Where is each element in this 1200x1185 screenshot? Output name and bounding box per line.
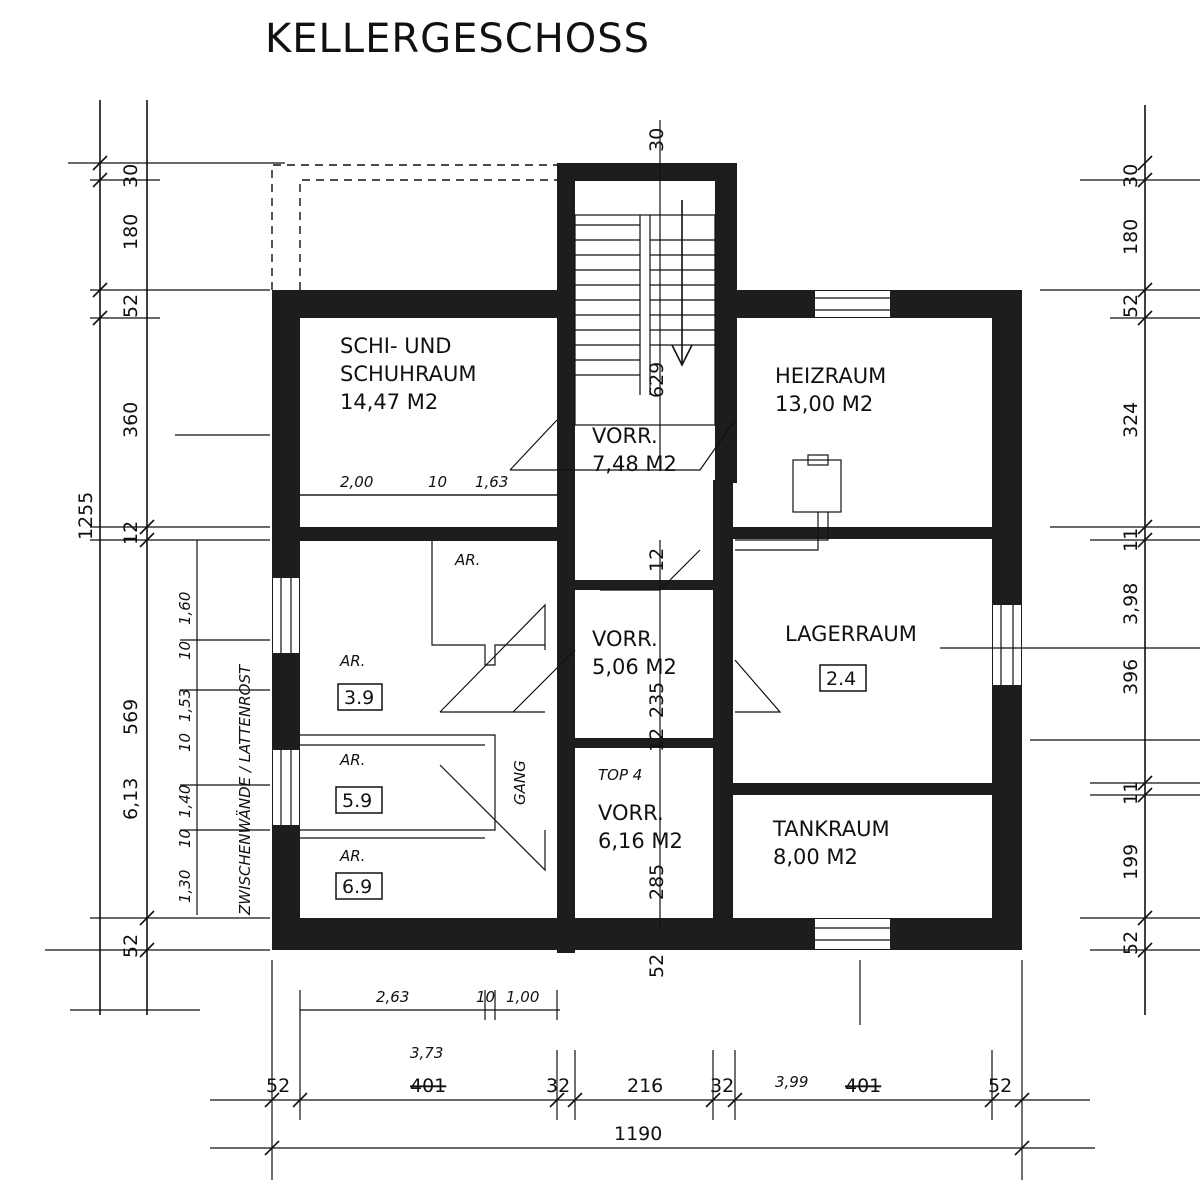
room-top-label: TOP 4: [598, 766, 642, 784]
dim-left-140: 1,40: [176, 785, 194, 818]
room-heiz-name: HEIZRAUM: [775, 364, 886, 388]
room-vorr3-area: 6,16 M2: [598, 829, 683, 853]
dim-inner-12b: 12: [646, 728, 668, 752]
room-vorr2-area: 5,06 M2: [592, 655, 677, 679]
dim-bottom-32b: 32: [710, 1075, 734, 1097]
room-ar2-name: AR.: [339, 652, 365, 670]
room-ar4-name: AR.: [339, 847, 365, 865]
outline-dashed: [271, 164, 557, 290]
dim-inner-235: 235: [646, 682, 668, 718]
room-vorr3-name: VORR.: [598, 801, 664, 825]
dim-right-396: 396: [1120, 659, 1142, 695]
dim-left-52-bottom: 52: [120, 934, 142, 958]
staircase: [574, 200, 716, 426]
dim-bottom-52a: 52: [266, 1075, 290, 1097]
room-vorr1-area: 7,48 M2: [592, 452, 677, 476]
dim-bottom-401b: 401: [845, 1075, 881, 1097]
room-lager-tag: 2.4: [826, 668, 856, 690]
room-vorr1-name: VORR.: [592, 424, 658, 448]
label-gang: GANG: [511, 760, 529, 805]
dim-bottom-401a: 401: [410, 1075, 446, 1097]
dim-left-10c: 10: [176, 829, 194, 848]
dim-inner-10: 10: [428, 473, 447, 491]
dim-left-12: 12: [120, 521, 142, 545]
dim-right-11a: 11: [1120, 528, 1142, 552]
dimension-lines: [45, 100, 1200, 1180]
dim-inner-52-mid: 52: [646, 954, 668, 978]
dim-bottom-399: 3,99: [775, 1073, 808, 1091]
room-heiz-area: 13,00 M2: [775, 392, 873, 416]
dim-left-10a: 10: [176, 641, 194, 660]
room-ar4-tag: 6.9: [342, 876, 372, 898]
dim-inner-12a: 12: [646, 548, 668, 572]
room-tank-name: TANKRAUM: [772, 817, 890, 841]
room-lager-name: LAGERRAUM: [785, 622, 917, 646]
dim-inner-30-stair: 30: [646, 128, 668, 152]
dim-bottom-373: 3,73: [410, 1044, 443, 1062]
room-schi-line2: SCHUHRAUM: [340, 362, 477, 386]
room-ar1-name: AR.: [454, 551, 480, 569]
dim-left-613: 6,13: [120, 778, 142, 820]
dim-left-180: 180: [120, 214, 142, 250]
dim-inner-285: 285: [646, 864, 668, 900]
dim-bottom-216: 216: [627, 1075, 663, 1097]
room-schi-area: 14,47 M2: [340, 390, 438, 414]
label-zwischenwaende: ZWISCHENWÄNDE / LATTENROST: [235, 663, 254, 916]
dim-right-11b: 11: [1120, 781, 1142, 805]
dim-right-324: 324: [1120, 402, 1142, 438]
dim-left-569: 569: [120, 699, 142, 735]
dim-left-130: 1,30: [176, 870, 194, 903]
dim-left-52-top: 52: [120, 294, 142, 318]
dim-left-10b: 10: [176, 733, 194, 752]
dim-inner-200: 2,00: [340, 473, 373, 491]
dim-left-total: 1255: [75, 492, 97, 540]
dim-right-398: 3,98: [1120, 583, 1142, 625]
dim-left-30: 30: [120, 164, 142, 188]
dim-right-52-top: 52: [1120, 294, 1142, 318]
room-vorr2-name: VORR.: [592, 627, 658, 651]
dim-bottom-100: 1,00: [506, 988, 539, 1006]
windows: [273, 291, 1021, 949]
dim-inner-629: 629: [646, 362, 668, 398]
dim-bottom-263: 2,63: [376, 988, 409, 1006]
room-ar3-name: AR.: [339, 751, 365, 769]
room-tank-area: 8,00 M2: [773, 845, 858, 869]
room-labels: SCHI- UND SCHUHRAUM 14,47 M2 HEIZRAUM 13…: [235, 334, 917, 916]
dim-left-360: 360: [120, 402, 142, 438]
room-schi-line1: SCHI- UND: [340, 334, 451, 358]
dim-right-199: 199: [1120, 844, 1142, 880]
dim-left-160: 1,60: [176, 592, 194, 625]
dim-right-30: 30: [1120, 164, 1142, 188]
dim-right-180: 180: [1120, 219, 1142, 255]
dim-bottom-total: 1190: [614, 1123, 662, 1145]
dim-right-52-bottom: 52: [1120, 931, 1142, 955]
boiler-symbol: [735, 454, 842, 551]
room-ar3-tag: 5.9: [342, 790, 372, 812]
room-ar2-tag: 3.9: [344, 687, 374, 709]
dim-inner-163: 1,63: [475, 473, 508, 491]
plan-title: KELLERGESCHOSS: [265, 16, 650, 62]
dim-bottom-10: 10: [476, 988, 495, 1006]
dimension-labels: 30 180 52 360 12 569 52 1255 6,13 1,60 1…: [75, 128, 1142, 1145]
dim-bottom-52b: 52: [988, 1075, 1012, 1097]
dim-left-153: 1,53: [176, 689, 194, 722]
dim-bottom-32a: 32: [546, 1075, 570, 1097]
